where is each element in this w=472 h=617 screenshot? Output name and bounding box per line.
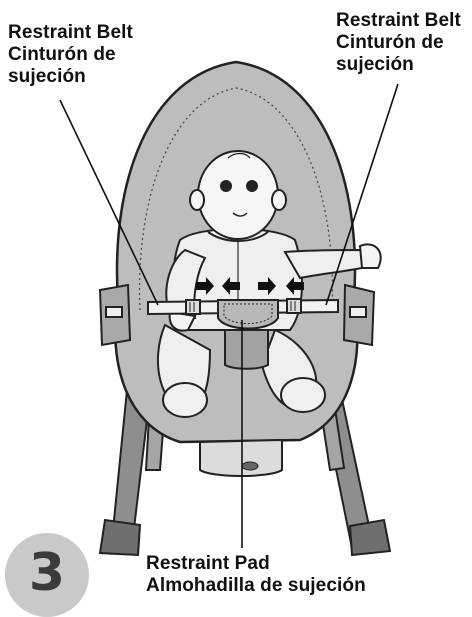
right-belt-label-es2: sujeción bbox=[336, 54, 461, 76]
right-belt-label-en: Restraint Belt bbox=[336, 10, 461, 32]
right-belt-label-es1: Cinturón de bbox=[336, 32, 461, 54]
hinge-left bbox=[100, 285, 130, 345]
restraint-pad-label: Restraint Pad Almohadilla de sujeción bbox=[146, 553, 366, 597]
left-belt-label-en: Restraint Belt bbox=[8, 22, 133, 44]
left-belt-label-es2: sujeción bbox=[8, 66, 133, 88]
restraint-pad-label-es: Almohadilla de sujeción bbox=[146, 575, 366, 597]
restraint-pad bbox=[218, 300, 278, 369]
left-belt-label-es1: Cinturón de bbox=[8, 44, 133, 66]
left-belt-label: Restraint Belt Cinturón de sujeción bbox=[8, 22, 133, 88]
restraint-pad-label-en: Restraint Pad bbox=[146, 553, 366, 575]
hinge-right bbox=[344, 285, 374, 345]
control-panel bbox=[200, 440, 282, 476]
step-number-badge: 3 bbox=[5, 533, 89, 617]
bouncer-illustration bbox=[0, 0, 472, 603]
right-belt-label: Restraint Belt Cinturón de sujeción bbox=[336, 10, 461, 76]
step-number: 3 bbox=[5, 543, 89, 603]
